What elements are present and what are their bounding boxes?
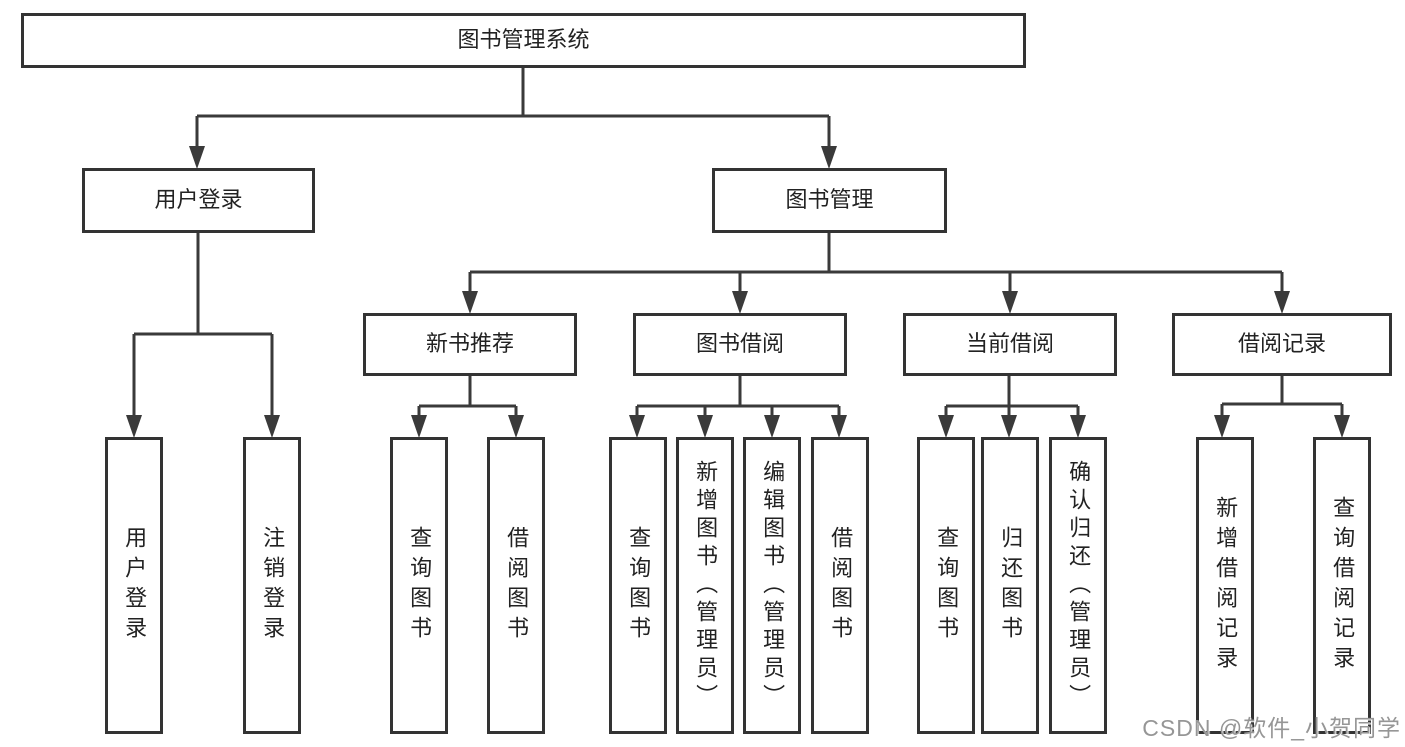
leaf-user-login: 用户登录: [105, 437, 163, 734]
node-new-book-recommend: 新书推荐: [363, 313, 577, 376]
leaf-add-borrow-record-label: 新增借阅记录: [1213, 495, 1239, 676]
leaf-current-query-book: 查询图书: [917, 437, 975, 734]
node-borrow-record-label: 借阅记录: [1237, 331, 1326, 357]
leaf-borrow-query-book-label: 查询图书: [626, 525, 652, 646]
leaf-return-book: 归还图书: [981, 437, 1039, 734]
watermark: CSDN @软件_小贺同学: [1142, 715, 1401, 741]
leaf-edit-book-admin: 编辑图书（管理员）: [743, 437, 801, 734]
leaf-borrow-query-book: 查询图书: [609, 437, 667, 734]
leaf-query-borrow-record: 查询借阅记录: [1313, 437, 1371, 734]
leaf-query-borrow-record-label: 查询借阅记录: [1330, 495, 1356, 676]
node-new-book-recommend-label: 新书推荐: [425, 331, 514, 357]
leaf-newbook-query-book-label: 查询图书: [407, 525, 433, 646]
node-borrow-record: 借阅记录: [1172, 313, 1392, 376]
leaf-add-book-admin-label: 新增图书（管理员）: [693, 459, 719, 712]
leaf-return-book-label: 归还图书: [998, 525, 1024, 646]
leaf-current-query-book-label: 查询图书: [934, 525, 960, 646]
node-current-borrow-label: 当前借阅: [965, 331, 1054, 357]
node-root: 图书管理系统: [21, 13, 1026, 68]
leaf-newbook-query-book: 查询图书: [390, 437, 448, 734]
leaf-confirm-return-admin-label: 确认归还（管理员）: [1066, 459, 1092, 712]
leaf-newbook-borrow-book-label: 借阅图书: [504, 525, 530, 646]
leaf-borrow-book: 借阅图书: [811, 437, 869, 734]
leaf-confirm-return-admin: 确认归还（管理员）: [1049, 437, 1107, 734]
leaf-user-login-label: 用户登录: [122, 525, 148, 646]
node-user-login: 用户登录: [82, 168, 315, 233]
node-book-borrow-label: 图书借阅: [695, 331, 784, 357]
node-user-login-label: 用户登录: [154, 187, 243, 213]
leaf-borrow-book-label: 借阅图书: [828, 525, 854, 646]
leaf-logout: 注销登录: [243, 437, 301, 734]
node-book-management: 图书管理: [712, 168, 947, 233]
leaf-edit-book-admin-label: 编辑图书（管理员）: [760, 459, 786, 712]
node-current-borrow: 当前借阅: [903, 313, 1117, 376]
leaf-add-book-admin: 新增图书（管理员）: [676, 437, 734, 734]
node-book-management-label: 图书管理: [785, 187, 874, 213]
leaf-add-borrow-record: 新增借阅记录: [1196, 437, 1254, 734]
leaf-newbook-borrow-book: 借阅图书: [487, 437, 545, 734]
node-book-borrow: 图书借阅: [633, 313, 847, 376]
node-root-label: 图书管理系统: [457, 27, 590, 53]
leaf-logout-label: 注销登录: [260, 525, 286, 646]
